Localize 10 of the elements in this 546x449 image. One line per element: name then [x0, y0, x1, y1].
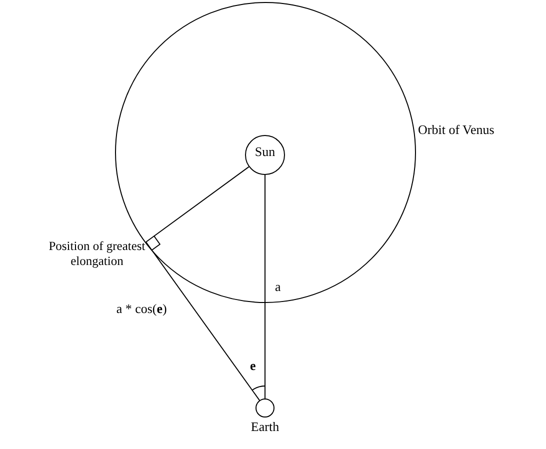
- orbit-label: Orbit of Venus: [418, 122, 494, 138]
- angle-label: e: [250, 358, 256, 374]
- line: [146, 242, 260, 402]
- edge-label: a * cos(e): [116, 301, 167, 318]
- position-label: Position of greatest elongation: [48, 239, 146, 269]
- line: [146, 166, 250, 242]
- sun-circle: [245, 135, 285, 175]
- line: [264, 174, 266, 400]
- sun-label: Sun: [254, 144, 276, 160]
- earth-label: Earth: [250, 419, 280, 435]
